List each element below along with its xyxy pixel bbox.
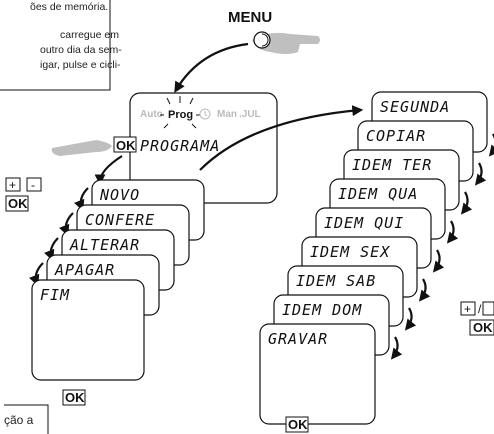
note-line-1: ões de memória.: [30, 1, 108, 13]
clock-icon: [199, 108, 211, 120]
right-stack-card-label: GRAVAR: [268, 330, 328, 348]
right-controls: + / OK OK: [285, 301, 494, 433]
right-stack-card-label: IDEM SAB: [296, 272, 376, 290]
right-stack-card-label: IDEM QUA: [338, 185, 418, 203]
left-stack-card-label: APAGAR: [54, 261, 115, 279]
right-stack-card-label: COPIAR: [366, 127, 426, 145]
right-bottom-ok-box: [285, 416, 309, 433]
mode-auto: Auto: [140, 109, 163, 120]
left-stack-card-label: FIM: [40, 286, 70, 304]
right-stack-card-label: SEGUNDA: [380, 98, 450, 116]
pointing-hand-icon: [252, 31, 320, 54]
left-stack-card-label: CONFERE: [85, 211, 155, 229]
right-stack-card-label: IDEM DOM: [282, 301, 362, 319]
left-menu-stack: NOVO CONFERE ALTERAR APAGAR FIM: [29, 179, 205, 381]
mode-man: Man: [217, 109, 237, 120]
minus-key-icon: -: [31, 178, 35, 192]
left-stack-arrow: [94, 155, 123, 186]
instruction-note-bottom: ção a: [4, 404, 49, 434]
mode-prog: Prog: [168, 109, 193, 121]
device-display: Auto Prog Man .JUL OK PROGRAMA: [113, 92, 278, 204]
hand-ok-icon: [51, 140, 112, 156]
left-ok-box: [5, 195, 29, 212]
prog-blink-icon: [160, 96, 200, 129]
plus-key-box: [5, 177, 21, 192]
device-ok-label: OK: [116, 138, 136, 153]
left-bottom-ok-box: [62, 389, 86, 406]
mode-man-suffix: .JUL: [239, 109, 261, 120]
right-stack-step-arrow: [446, 220, 459, 244]
right-stack-arrow: [199, 105, 364, 171]
left-controls: + - OK OK: [5, 177, 86, 406]
plus-key-icon: +: [9, 178, 16, 192]
right-stack-card-label: IDEM TER: [352, 156, 432, 174]
right-stack-step-arrow: [390, 336, 403, 360]
left-stack-card-5: FIM: [31, 279, 145, 381]
left-bottom-ok-label: OK: [65, 390, 85, 405]
note-line-3: outro dia da sem-: [40, 44, 122, 56]
right-bottom-ok-label: OK: [288, 417, 308, 432]
note-line-2: carregue em: [60, 29, 119, 41]
minus-key-box: [26, 177, 42, 192]
right-plus-key-icon: +: [464, 302, 471, 316]
right-stack-step-arrow: [432, 249, 445, 273]
left-ok-label: OK: [8, 196, 28, 211]
right-stack-card-label: IDEM QUI: [324, 214, 404, 232]
right-ok-label: OK: [473, 320, 493, 335]
note-bottom-text: ção a: [4, 413, 34, 427]
menu-arrow: [174, 42, 249, 93]
right-menu-stack: SEGUNDA COPIAR IDEM TER IDEM QUA IDEM QUI IDE…: [259, 91, 494, 425]
menu-label: MENU: [228, 9, 272, 26]
right-stack-step-arrow: [460, 191, 473, 215]
left-stack-card-label: NOVO: [99, 186, 140, 204]
right-plus-key-box: [460, 301, 476, 316]
right-ok-box: [469, 319, 494, 336]
right-slash-icon: /: [478, 302, 482, 316]
right-stack-card-label: IDEM SEX: [310, 243, 390, 261]
device-display-text: PROGRAMA: [140, 137, 220, 155]
right-stack-card-9: GRAVAR: [259, 323, 376, 425]
right-stack-step-arrow: [404, 307, 417, 331]
left-stack-card-label: ALTERAR: [69, 236, 140, 254]
right-stack-step-arrow: [474, 162, 487, 186]
right-stack-step-arrow: [418, 278, 431, 302]
note-line-4: igar, pulse e cicli-: [40, 59, 121, 71]
instruction-note-top: ões de memória. carregue em outro dia da…: [0, 0, 122, 91]
